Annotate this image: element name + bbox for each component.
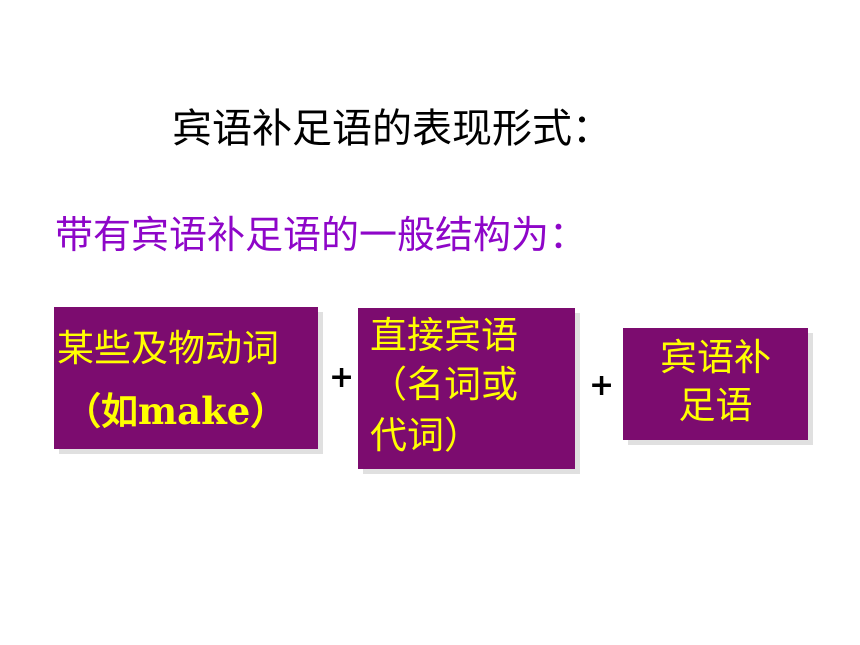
box-line: （如make）	[64, 389, 288, 433]
slide-title: 宾语补足语的表现形式：	[172, 106, 612, 152]
object-complement-box: 宾语补 足语	[623, 328, 808, 440]
box-line: （名词或	[370, 363, 518, 406]
plus-sign: +	[589, 368, 615, 403]
transitive-verb-box: 某些及物动词 （如make）	[54, 307, 318, 449]
box-line: 某些及物动词	[57, 327, 279, 370]
box-line: 直接宾语	[370, 314, 518, 357]
box-line: 宾语补	[660, 336, 771, 379]
plus-sign: +	[329, 360, 355, 395]
box-line: 足语	[678, 384, 753, 427]
box-line: 代词）	[370, 414, 481, 457]
direct-object-box: 直接宾语 （名词或 代词）	[358, 308, 575, 469]
structure-heading: 带有宾语补足语的一般结构为：	[55, 213, 588, 257]
